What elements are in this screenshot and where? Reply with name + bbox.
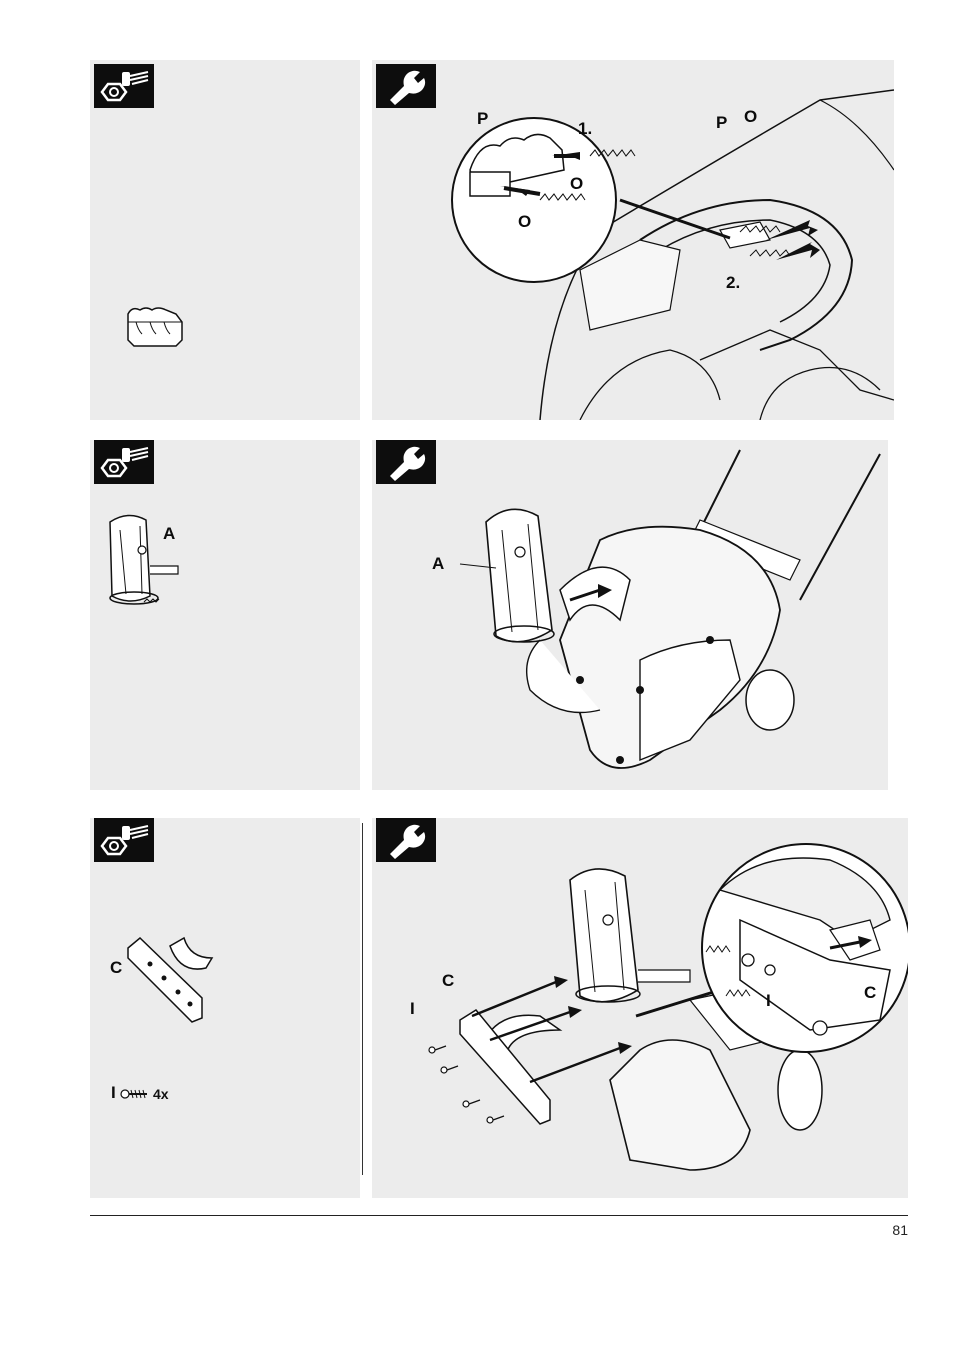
assembly-figure-2	[440, 440, 888, 790]
label-c-assembly: C	[442, 972, 454, 989]
panel-divider	[362, 823, 363, 1175]
label-step-1: 1.	[578, 120, 592, 137]
label-i-zoom: I	[766, 992, 771, 1009]
label-i-assembly: I	[410, 1000, 415, 1017]
label-o-zoom-lower: O	[518, 213, 531, 230]
nut-bolt-icon	[94, 440, 154, 484]
screw-quantity: 4x	[153, 1086, 169, 1102]
assembly-figure-1	[440, 60, 894, 420]
label-o-machine: O	[744, 108, 757, 125]
parts-panel-2	[90, 440, 360, 790]
label-step-2: 2.	[726, 274, 740, 291]
parts-panel-1	[90, 60, 360, 420]
nut-bolt-icon	[94, 64, 154, 108]
parts-badge-2	[94, 440, 154, 484]
wrench-icon	[376, 64, 436, 108]
footer-rule	[90, 1215, 908, 1216]
parts-badge-1	[94, 64, 154, 108]
label-o-zoom-upper: O	[570, 175, 583, 192]
screw-icon	[120, 1087, 150, 1101]
nut-bolt-icon	[94, 818, 154, 862]
assembly-badge-2	[376, 440, 436, 484]
label-part-c: C	[110, 959, 122, 976]
chute-bracket-part	[120, 928, 220, 1028]
label-c-zoom: C	[864, 984, 876, 1001]
assembly-badge-1	[376, 64, 436, 108]
spring-holder-part	[120, 300, 200, 360]
chute-part	[100, 510, 190, 610]
parts-badge-3	[94, 818, 154, 862]
label-a-assembly: A	[432, 555, 444, 572]
assembly-figure-3	[410, 820, 908, 1198]
label-p-zoom: P	[477, 110, 488, 127]
wrench-icon	[376, 440, 436, 484]
label-p-machine: P	[716, 114, 727, 131]
page-number: 81	[892, 1222, 908, 1238]
label-part-a: A	[163, 525, 175, 542]
label-part-i: I	[111, 1084, 116, 1101]
